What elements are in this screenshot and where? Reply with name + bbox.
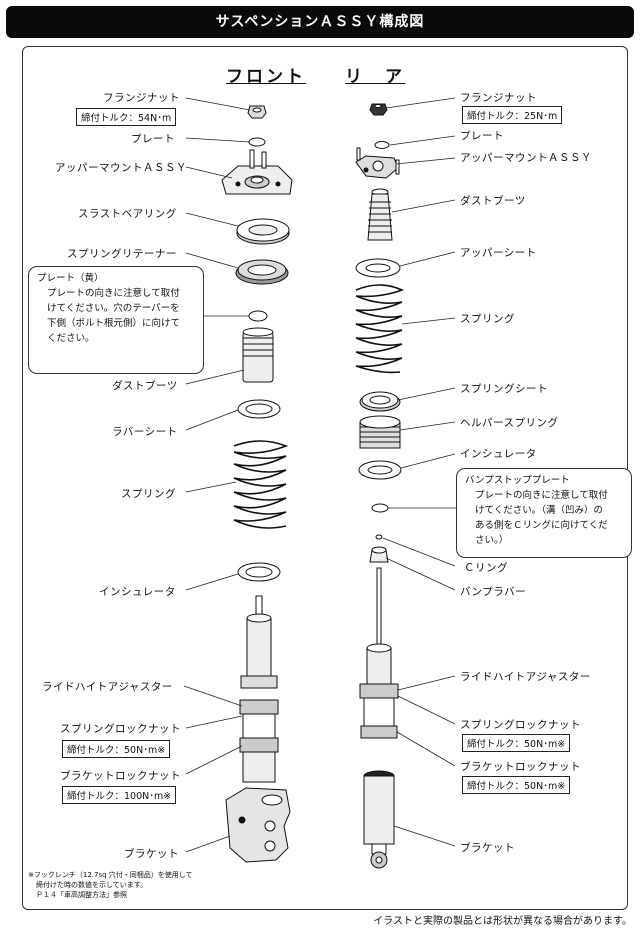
front-shock-body-illustration (239, 595, 279, 783)
rear-helper-spring-label: ヘルパースプリング (460, 417, 559, 429)
rear-bracket-illustration (363, 770, 395, 869)
footnote-line-1: ※フックレンチ（12.7sq 穴付・同梱品）を使用して (28, 871, 193, 879)
front-spring-lock-torque: 締付トルク：50N･m※ (62, 740, 171, 758)
front-plate-note: プレート（黄） プレートの向きに注意して取付 けてください。穴のテーパーを 下側… (28, 266, 204, 374)
rear-spring-lock-nut-label: スプリングロックナット (460, 719, 581, 731)
rear-spring-illustration (355, 284, 405, 374)
front-spring-label: スプリング (121, 488, 176, 500)
rear-bump-stop-plate-illustration (371, 503, 389, 513)
rear-upper-seat-illustration (355, 258, 401, 278)
footnote-line-3: Ｐ１４「車高調整方法」参照 (36, 891, 127, 899)
rear-spring-label: スプリング (460, 313, 515, 325)
rear-bump-rubber-label: バンプラバー (460, 586, 527, 598)
front-plate-yellow-illustration (248, 310, 268, 322)
rear-note-line-2: けてください。（溝（凹み）の (475, 505, 603, 516)
rear-spring-seat-label: スプリングシート (460, 383, 548, 395)
rear-flange-nut-torque: 締付トルク：25N･m (462, 106, 563, 124)
front-note-line-2: けてください。穴のテーパーを (47, 303, 180, 314)
front-heading: フロント (226, 67, 306, 87)
front-flange-nut-illustration (247, 105, 267, 119)
rear-spring-seat-illustration (359, 391, 401, 412)
rear-upper-mount-illustration (355, 147, 400, 179)
rear-flange-nut-label: フランジナット (460, 92, 537, 104)
front-spring-retainer-label: スプリングリテーナー (67, 248, 177, 260)
front-insulator-illustration (237, 562, 281, 582)
rear-dust-boot-illustration (367, 188, 393, 241)
front-spring-retainer-illustration (235, 259, 289, 285)
front-thrust-bearing-label: スラストベアリング (78, 208, 177, 220)
rear-note-line-1: プレートの向きに注意して取付 (475, 490, 608, 501)
front-bracket-lock-torque: 締付トルク：100N･m※ (62, 786, 177, 804)
rear-helper-spring-illustration (359, 415, 401, 449)
rear-plate-label: プレート (460, 130, 504, 142)
rear-c-ring-illustration (375, 534, 383, 540)
front-note-line-3: 下側（ボルト根元側）に向けて (47, 318, 181, 329)
footnote: ※フックレンチ（12.7sq 穴付・同梱品）を使用して 締付けた時の数値を示して… (28, 870, 193, 900)
disclaimer: イラストと実際の製品とは形状が異なる場合があります。 (373, 916, 632, 927)
rear-bracket-label: ブラケット (460, 842, 515, 854)
front-dust-boot-label: ダストブーツ (112, 380, 178, 392)
rear-upper-seat-label: アッパーシート (460, 247, 537, 259)
rear-upper-mount-label: アッパーマウントＡＳＳＹ (460, 152, 592, 164)
rear-dust-boot-label: ダストブーツ (460, 195, 526, 207)
rear-plate-illustration (374, 141, 390, 149)
rear-ride-height-label: ライドハイトアジャスター (460, 671, 591, 683)
front-note-line-4: ください。 (47, 333, 95, 344)
front-bracket-illustration (225, 787, 291, 863)
rear-bump-stop-note: バンプストッププレート プレートの向きに注意して取付 けてください。（溝（凹み）… (456, 468, 632, 558)
rear-bracket-lock-torque: 締付トルク：50N･m※ (462, 776, 571, 794)
front-plate-illustration (248, 137, 266, 147)
front-flange-nut-torque: 締付トルク：54N･m (76, 108, 177, 126)
page-title: サスペンションＡＳＳＹ構成図 (6, 6, 634, 38)
front-rubber-seat-illustration (237, 399, 281, 419)
front-upper-mount-label: アッパーマウントＡＳＳＹ (55, 162, 187, 174)
front-rubber-seat-label: ラバーシート (112, 426, 178, 438)
front-ride-height-label: ライドハイトアジャスター (42, 681, 173, 693)
rear-heading: リ ア (345, 67, 405, 87)
front-plate-label: プレート (131, 133, 175, 145)
rear-insulator-label: インシュレータ (460, 448, 537, 460)
leader-lines (172, 97, 458, 853)
footnote-line-2: 締付けた時の数値を示しています。 (36, 881, 148, 889)
rear-c-ring-label: Ｃリング (464, 562, 508, 574)
front-thrust-bearing-illustration (236, 218, 290, 245)
front-spring-lock-nut-label: スプリングロックナット (60, 723, 181, 735)
front-flange-nut-label: フランジナット (103, 92, 180, 104)
front-note-title: プレート（黄） (37, 273, 104, 284)
rear-note-title: バンプストッププレート (465, 475, 570, 486)
front-upper-mount-illustration (221, 149, 293, 195)
front-bracket-label: ブラケット (124, 848, 179, 860)
rear-shock-body-illustration (359, 567, 399, 739)
front-note-line-1: プレートの向きに注意して取付 (47, 288, 180, 299)
rear-bump-rubber-illustration (369, 546, 389, 563)
rear-insulator-illustration (358, 460, 402, 480)
rear-note-line-3: ある側をＣリングに向けてくだ (475, 520, 608, 531)
rear-note-line-4: さい。） (475, 535, 509, 546)
front-spring-illustration (233, 440, 289, 529)
rear-flange-nut-illustration (369, 103, 388, 116)
rear-bracket-lock-nut-label: ブラケットロックナット (460, 761, 581, 773)
rear-spring-lock-torque: 締付トルク：50N･m※ (462, 734, 571, 752)
front-dust-boot-illustration (242, 327, 274, 383)
front-bracket-lock-nut-label: ブラケットロックナット (60, 770, 181, 782)
front-insulator-label: インシュレータ (99, 586, 176, 598)
